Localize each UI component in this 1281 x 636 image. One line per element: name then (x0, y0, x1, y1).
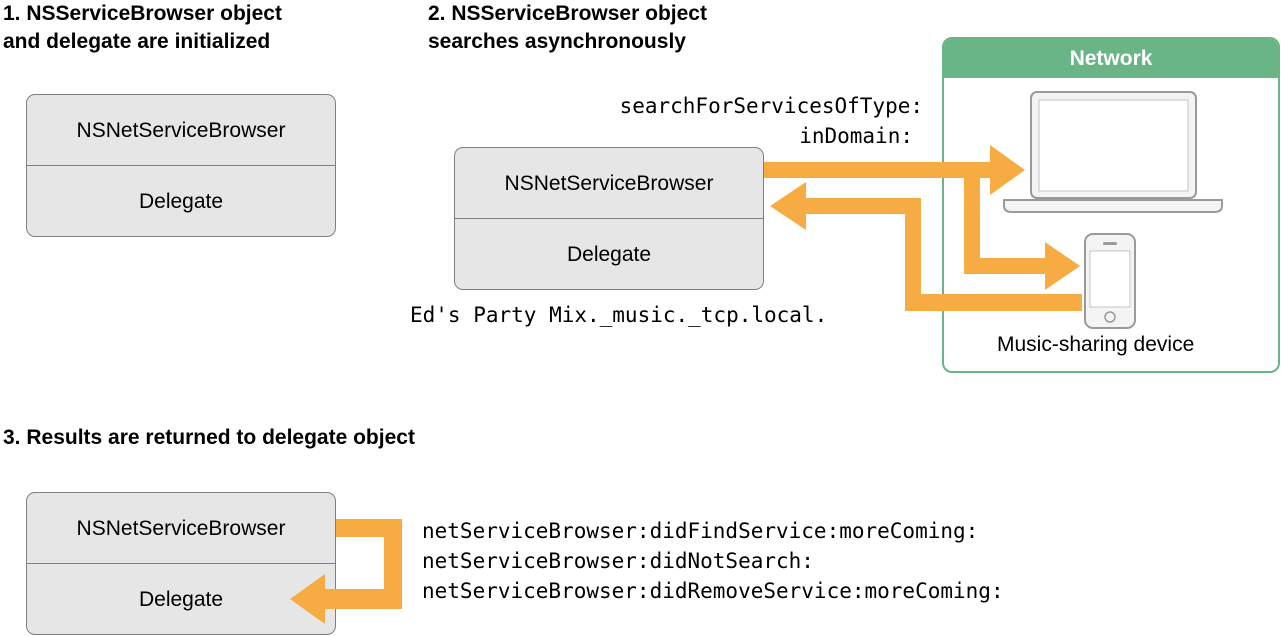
step-3-caption: 3. Results are returned to delegate obje… (3, 424, 415, 452)
delegate-label-1: Delegate (138, 189, 224, 213)
step-3-line: 3. Results are returned to delegate obje… (3, 426, 415, 449)
response-arrow-to-browser (770, 182, 1082, 311)
step-1-caption: 1. NSServiceBrowser object and delegate … (3, 0, 282, 56)
object-divider-2 (455, 218, 763, 219)
delegate-method-2: netServiceBrowser:didNotSearch: (422, 549, 814, 573)
network-title: Network (944, 39, 1278, 78)
delegate-label-2: Delegate (566, 242, 652, 266)
step-1-line-1: 1. NSServiceBrowser object (3, 2, 282, 25)
callback-arrow-to-delegate (290, 519, 402, 624)
object-divider-3 (27, 563, 335, 564)
step-2-line-2: searches asynchronously (428, 30, 686, 53)
delegate-method-3: netServiceBrowser:didRemoveService:moreC… (422, 579, 1004, 603)
phone-icon (1084, 233, 1136, 329)
laptop-icon (1003, 91, 1223, 213)
step-2-caption: 2. NSServiceBrowser object searches asyn… (428, 0, 707, 56)
step-2-line-1: 2. NSServiceBrowser object (428, 2, 707, 25)
search-call-line-2: inDomain: (799, 124, 913, 148)
found-service-name: Ed's Party Mix._music._tcp.local. (410, 303, 828, 327)
search-call-line-1: searchForServicesOfType: (619, 94, 923, 118)
search-arrow-to-laptop (764, 145, 1025, 195)
network-panel: Network (942, 37, 1280, 373)
delegate-label-3: Delegate (138, 587, 224, 611)
browser-label-3: NSNetServiceBrowser (76, 516, 286, 540)
browser-label-1: NSNetServiceBrowser (76, 118, 286, 142)
browser-label-2: NSNetServiceBrowser (504, 171, 714, 195)
object-box-3: NSNetServiceBrowser Delegate (26, 492, 336, 635)
object-divider-1 (27, 165, 335, 166)
music-device-label: Music-sharing device (997, 333, 1195, 356)
object-box-1: NSNetServiceBrowser Delegate (26, 94, 336, 237)
search-arrow-to-phone (964, 170, 1080, 290)
delegate-method-1: netServiceBrowser:didFindService:moreCom… (422, 519, 979, 543)
step-1-line-2: and delegate are initialized (3, 30, 271, 53)
object-box-2: NSNetServiceBrowser Delegate (454, 147, 764, 290)
